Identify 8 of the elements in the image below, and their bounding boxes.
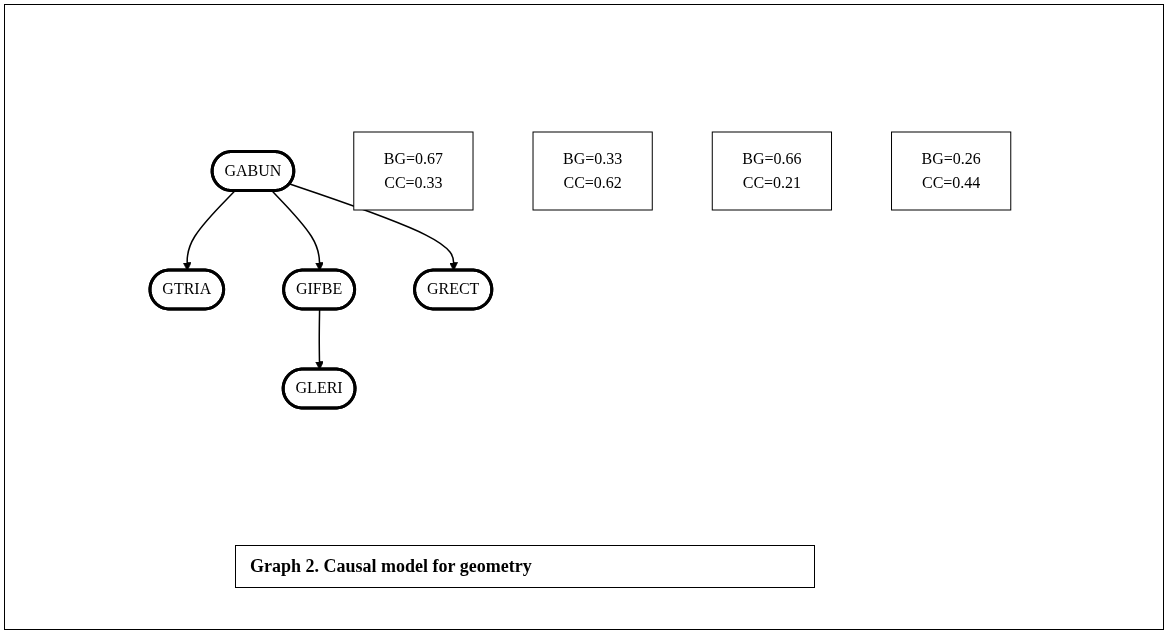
arrow <box>288 183 458 271</box>
node-box: BG=0.33 CC=0.62 <box>532 131 653 211</box>
caption: Graph 2. Causal model for geometry <box>235 545 815 588</box>
arrow <box>182 190 236 271</box>
node-box: BG=0.26 CC=0.44 <box>890 131 1011 211</box>
node-box: BG=0.67 CC=0.33 <box>352 131 474 211</box>
arrow <box>271 190 324 271</box>
node-box: BG=0.66 CC=0.21 <box>711 131 832 211</box>
